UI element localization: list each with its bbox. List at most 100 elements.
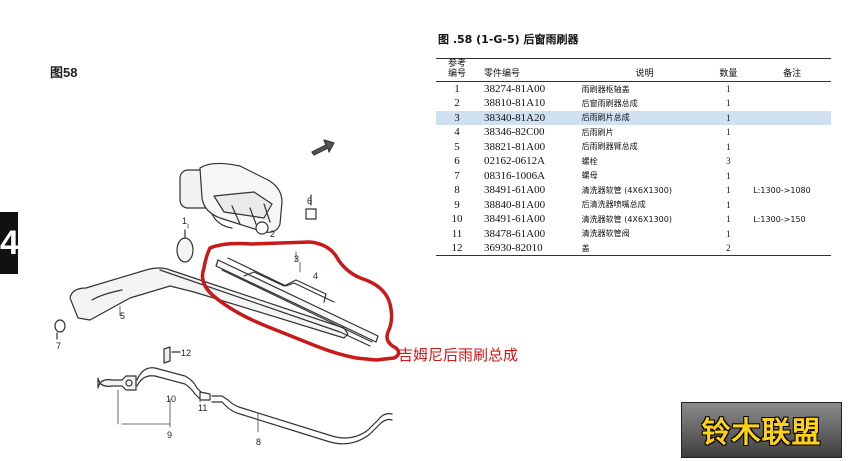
callout-2: 2 xyxy=(270,229,275,239)
callout-10: 10 xyxy=(166,394,176,404)
washer-nozzle-drawing xyxy=(97,375,137,391)
description-cell: 螺栓 xyxy=(581,156,598,166)
remarks-cell xyxy=(749,241,831,256)
ref-no-cell: 6 xyxy=(454,155,460,168)
callout-3: 3 xyxy=(294,254,299,264)
remarks-cell: L:1300->150 xyxy=(753,214,806,224)
table-row: 4 38346-82C00 后雨刷片 1 xyxy=(436,125,831,140)
part-no-cell: 38491-61A00 xyxy=(484,184,546,197)
ref-no-cell: 2 xyxy=(454,97,460,110)
description-cell: 后窗雨刷器总成 xyxy=(581,98,638,108)
wiper-arm-drawing xyxy=(69,267,371,347)
description-cell: 清洗器软管 (4X6X1300) xyxy=(581,185,672,195)
table-row: 9 38840-81A00 后清洗器喷嘴总成 1 xyxy=(436,198,831,213)
watermark-text: 铃木联盟 xyxy=(701,415,822,449)
ref-no-cell: 5 xyxy=(454,140,460,153)
header-remarks: 备注 xyxy=(749,58,831,82)
qty-cell: 3 xyxy=(726,156,731,167)
table-row: 5 38821-81A00 后雨刷器臂总成 1 xyxy=(436,140,831,155)
part-no-cell: 38840-81A00 xyxy=(484,198,546,211)
header-part-no: 零件编号 xyxy=(478,58,582,82)
bolt-drawing xyxy=(305,194,317,220)
watermark-badge: 铃木联盟 xyxy=(681,402,842,458)
part-no-cell: 38821-81A00 xyxy=(484,140,546,153)
part-no-cell: 38478-61A00 xyxy=(484,227,546,240)
table-row: 10 38491-61A00 清洗器软管 (4X6X1300) 1 L:1300->15… xyxy=(436,212,831,227)
table-row: 1 38274-81A00 雨刷器枢轴盖 1 xyxy=(436,82,831,97)
table-row: 8 38491-61A00 清洗器软管 (4X6X1300) 1 L:1300->108… xyxy=(436,183,831,198)
part-no-cell: 02162-0612A xyxy=(484,155,546,168)
description-cell: 盖 xyxy=(581,241,708,256)
callout-4: 4 xyxy=(313,271,318,281)
callout-5: 5 xyxy=(120,311,125,321)
qty-cell: 2 xyxy=(707,241,750,256)
description-cell: 螺母 xyxy=(581,171,598,181)
qty-cell: 1 xyxy=(726,214,731,225)
remarks-cell xyxy=(749,110,831,125)
part-no-cell: 38346-82C00 xyxy=(484,126,545,139)
section-tab: 4 xyxy=(0,212,18,274)
wiper-blade-drawing xyxy=(215,257,379,343)
figure-label: 图58 xyxy=(50,65,78,80)
wiper-motor-drawing xyxy=(179,162,283,235)
qty-cell: 1 xyxy=(726,228,731,239)
part-no-cell: 38810-81A10 xyxy=(484,97,546,110)
qty-cell: 1 xyxy=(726,170,731,181)
table-row: 2 38810-81A10 后窗雨刷器总成 1 xyxy=(436,96,831,111)
description-cell: 后清洗器喷嘴总成 xyxy=(581,200,646,210)
annotation-label: 吉姆尼后雨刷总成 xyxy=(398,346,519,364)
callout-8: 8 xyxy=(256,437,261,447)
direction-arrow-icon xyxy=(311,139,335,156)
qty-cell: 1 xyxy=(726,141,731,152)
description-cell: 后雨刷片 xyxy=(581,127,614,137)
red-highlight-loop xyxy=(200,240,401,362)
part-no-cell: 38491-61A00 xyxy=(484,213,546,226)
part-no-cell: 38340-81A20 xyxy=(478,110,582,125)
ref-no-cell: 10 xyxy=(451,213,463,226)
callout-7: 7 xyxy=(56,341,61,351)
cap-drawing xyxy=(163,346,181,364)
qty-cell: 1 xyxy=(726,127,731,138)
header-description: 说明 xyxy=(581,58,708,82)
ref-no-cell: 11 xyxy=(451,227,463,240)
description-cell: 后雨刷片总成 xyxy=(581,110,708,125)
qty-cell: 1 xyxy=(726,84,731,94)
qty-cell: 1 xyxy=(707,110,750,125)
nut-drawing xyxy=(54,319,66,340)
description-cell: 雨刷器枢轴盖 xyxy=(581,84,630,94)
washer-hose-drawing xyxy=(136,367,393,445)
header-qty: 数量 xyxy=(707,58,750,82)
description-cell: 清洗器软管阀 xyxy=(581,229,630,239)
qty-cell: 1 xyxy=(726,98,731,109)
description-cell: 后雨刷器臂总成 xyxy=(581,142,638,152)
remarks-cell: L:1300->1080 xyxy=(753,185,811,195)
callout-9: 9 xyxy=(167,430,172,440)
callout-12: 12 xyxy=(181,348,191,358)
description-cell: 清洗器软管 (4X6X1300) xyxy=(581,214,672,224)
table-row: 11 38478-61A00 清洗器软管阀 1 xyxy=(436,227,831,242)
pivot-cap-drawing xyxy=(176,229,194,263)
ref-no-cell: 9 xyxy=(454,198,460,211)
ref-no-cell: 1 xyxy=(454,83,460,95)
ref-no-cell: 12 xyxy=(436,241,478,256)
callout-6: 6 xyxy=(307,196,312,206)
callout-1: 1 xyxy=(182,216,187,226)
callout-11: 11 xyxy=(198,403,207,413)
table-row: 6 02162-0612A 螺栓 3 xyxy=(436,154,831,169)
table-title: 图 .58 (1-G-5) 后窗雨刷器 xyxy=(438,33,579,46)
ref-no-cell: 4 xyxy=(454,126,460,139)
ref-no-cell: 3 xyxy=(436,110,478,125)
qty-cell: 1 xyxy=(726,185,731,196)
ref-no-cell: 8 xyxy=(454,184,460,197)
table-header-row: 参考 编号 零件编号 说明 数量 备注 xyxy=(436,58,831,82)
part-no-cell: 08316-1006A xyxy=(484,169,546,182)
header-ref-no: 参考 编号 xyxy=(436,58,478,82)
qty-cell: 1 xyxy=(726,199,731,210)
part-no-cell: 38274-81A00 xyxy=(484,83,546,95)
part-no-cell: 36930-82010 xyxy=(478,241,582,256)
